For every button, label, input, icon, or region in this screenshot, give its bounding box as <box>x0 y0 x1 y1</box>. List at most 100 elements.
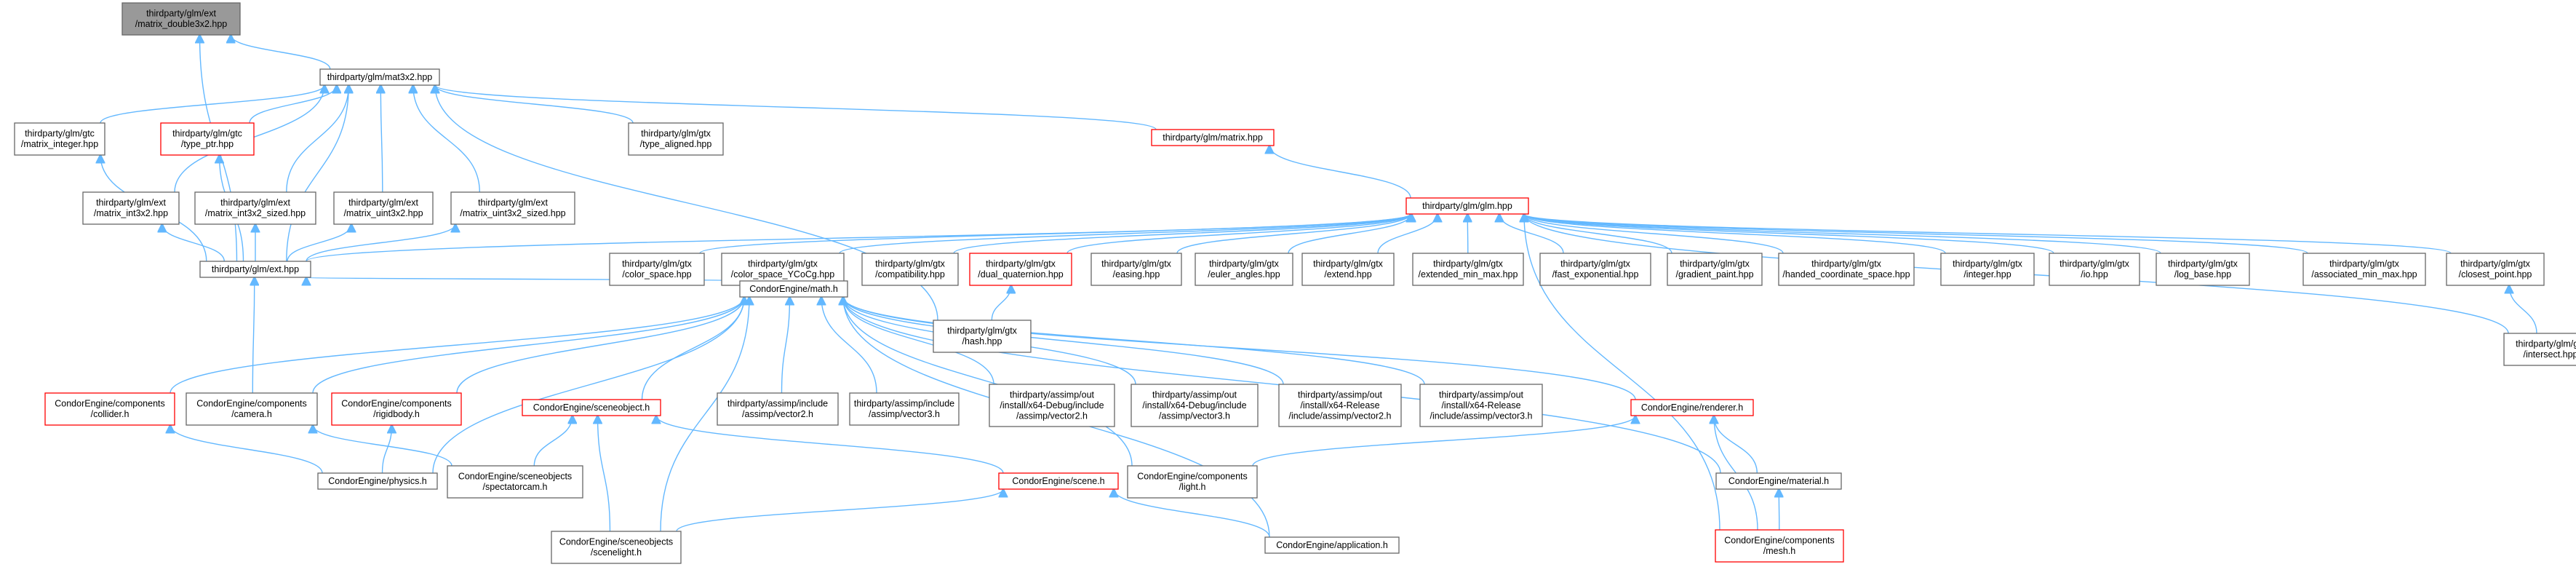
node-thirdparty-glm-matrix-hpp[interactable]: thirdparty/glm/matrix.hpp <box>1151 129 1275 146</box>
node-label: CondorEngine/components <box>1724 536 1835 546</box>
node-condorengine-math-h[interactable]: CondorEngine/math.h <box>739 280 848 298</box>
node-thirdparty-glm-gtc-matrix-integer-hpp[interactable]: thirdparty/glm/gtc/matrix_integer.hpp <box>14 122 105 156</box>
node-label: CondorEngine/renderer.h <box>1641 403 1743 413</box>
node-thirdparty-glm-gtx-closest-point-hpp[interactable]: thirdparty/glm/gtx/closest_point.hpp <box>2446 253 2545 286</box>
node-condorengine-renderer-h[interactable]: CondorEngine/renderer.h <box>1630 399 1754 416</box>
edge-sl-to-m0 <box>660 297 749 532</box>
node-thirdparty-glm-gtx-extend-hpp[interactable]: thirdparty/glm/gtx/extend.hpp <box>1301 253 1395 286</box>
edge-n8-to-n1 <box>380 85 383 193</box>
node-box <box>450 191 575 225</box>
node-condorengine-application-h[interactable]: CondorEngine/application.h <box>1264 536 1400 554</box>
node-label: thirdparty/glm/matrix.hpp <box>1163 132 1263 143</box>
node-thirdparty-glm-ext-matrix-int3x2-sized-hpp[interactable]: thirdparty/glm/ext/matrix_int3x2_sized.h… <box>194 191 316 225</box>
node-thirdparty-assimp-out-install-x64-release-include-assimp-vector3-h[interactable]: thirdparty/assimp/out/install/x64-Releas… <box>1419 384 1543 427</box>
node-label: /color_space_YCoCg.hpp <box>731 269 834 279</box>
edge-n3-to-n1 <box>249 85 337 124</box>
node-thirdparty-assimp-out-install-x64-debug-include-assimp-vector2-h[interactable]: thirdparty/assimp/out/install/x64-Debug/… <box>989 384 1115 427</box>
node-condorengine-components-light-h[interactable]: CondorEngine/components/light.h <box>1127 465 1258 499</box>
node-label: /dual_quaternion.hpp <box>978 269 1064 279</box>
node-thirdparty-glm-gtx-integer-hpp[interactable]: thirdparty/glm/gtx/integer.hpp <box>1940 253 2035 286</box>
node-thirdparty-glm-gtx-hash-hpp[interactable]: thirdparty/glm/gtx/hash.hpp <box>933 320 1032 353</box>
node-condorengine-components-rigidbody-h[interactable]: CondorEngine/components/rigidbody.h <box>331 392 462 426</box>
edge-sl-to-s2 <box>676 489 1003 532</box>
node-box <box>849 392 960 426</box>
node-thirdparty-glm-gtx-handed-coordinate-space-hpp[interactable]: thirdparty/glm/gtx/handed_coordinate_spa… <box>1778 253 1915 286</box>
node-label: thirdparty/glm/gtx <box>622 259 693 269</box>
edge-a3-to-m0 <box>843 297 994 385</box>
node-label: /spectatorcam.h <box>483 482 548 492</box>
node-condorengine-components-mesh-h[interactable]: CondorEngine/components/mesh.h <box>1715 529 1844 563</box>
node-condorengine-physics-h[interactable]: CondorEngine/physics.h <box>317 472 438 490</box>
node-box <box>2446 253 2545 286</box>
node-thirdparty-assimp-include-assimp-vector3-h[interactable]: thirdparty/assimp/include/assimp/vector3… <box>849 392 960 426</box>
node-condorengine-sceneobjects-scenelight-h[interactable]: CondorEngine/sceneobjects/scenelight.h <box>551 531 682 564</box>
edge-n7-to-n1 <box>286 85 349 193</box>
node-condorengine-components-collider-h[interactable]: CondorEngine/components/collider.h <box>44 392 175 426</box>
node-thirdparty-glm-gtx-associated-min-max-hpp[interactable]: thirdparty/glm/gtx/associated_min_max.hp… <box>2302 253 2426 286</box>
node-label: /hash.hpp <box>962 336 1002 346</box>
node-thirdparty-assimp-include-assimp-vector2-h[interactable]: thirdparty/assimp/include/assimp/vector2… <box>717 392 839 426</box>
node-thirdparty-glm-ext-matrix-uint3x2-sized-hpp[interactable]: thirdparty/glm/ext/matrix_uint3x2_sized.… <box>450 191 575 225</box>
edge-g14-to-n10 <box>1524 214 2161 254</box>
node-label: /assimp/vector3.h <box>869 409 940 419</box>
node-label: /gradient_paint.hpp <box>1675 269 1753 279</box>
node-condorengine-sceneobject-h[interactable]: CondorEngine/sceneobject.h <box>522 399 661 416</box>
node-box <box>447 465 583 499</box>
node-label: CondorEngine/sceneobject.h <box>533 403 650 413</box>
node-thirdparty-glm-gtx-dual-quaternion-hpp[interactable]: thirdparty/glm/gtx/dual_quaternion.hpp <box>969 253 1072 286</box>
node-thirdparty-glm-gtx-io-hpp[interactable]: thirdparty/glm/gtx/io.hpp <box>2049 253 2140 286</box>
node-label: /handed_coordinate_space.hpp <box>1782 269 1910 279</box>
node-thirdparty-glm-gtx-intersect-hpp[interactable]: thirdparty/glm/gtx/intersect.hpp <box>2503 333 2576 366</box>
node-thirdparty-glm-gtx-euler-angles-hpp[interactable]: thirdparty/glm/gtx/euler_angles.hpp <box>1195 253 1293 286</box>
node-thirdparty-assimp-out-install-x64-debug-include-assimp-vector3-h[interactable]: thirdparty/assimp/out/install/x64-Debug/… <box>1131 384 1259 427</box>
edge-m0-to-n11 <box>306 277 745 281</box>
node-condorengine-scene-h[interactable]: CondorEngine/scene.h <box>998 472 1119 490</box>
node-thirdparty-glm-gtx-extended-min-max-hpp[interactable]: thirdparty/glm/gtx/extended_min_max.hpp <box>1412 253 1524 286</box>
node-thirdparty-glm-mat3x2-hpp[interactable]: thirdparty/glm/mat3x2.hpp <box>319 68 440 86</box>
node-label: thirdparty/glm/gtx <box>875 259 946 269</box>
node-label: thirdparty/glm/gtx <box>1101 259 1172 269</box>
node-thirdparty-glm-gtx-color-space-ycocg-hpp[interactable]: thirdparty/glm/gtx/color_space_YCoCg.hpp <box>721 253 845 286</box>
node-label: /euler_angles.hpp <box>1208 269 1280 279</box>
node-condorengine-sceneobjects-spectatorcam-h[interactable]: CondorEngine/sceneobjects/spectatorcam.h <box>447 465 583 499</box>
node-box <box>199 261 311 278</box>
node-label: /matrix_int3x2.hpp <box>94 208 168 218</box>
node-thirdparty-glm-gtx-color-space-hpp[interactable]: thirdparty/glm/gtx/color_space.hpp <box>609 253 705 286</box>
node-thirdparty-assimp-out-install-x64-release-include-assimp-vector2-h[interactable]: thirdparty/assimp/out/install/x64-Releas… <box>1278 384 1402 427</box>
node-thirdparty-glm-ext-hpp[interactable]: thirdparty/glm/ext.hpp <box>199 261 311 278</box>
node-thirdparty-glm-gtx-log-base-hpp[interactable]: thirdparty/glm/gtx/log_base.hpp <box>2156 253 2250 286</box>
node-box <box>721 253 845 286</box>
edge-c2-to-n11 <box>252 277 255 394</box>
node-box <box>551 531 682 564</box>
node-box <box>1630 399 1754 416</box>
node-thirdparty-glm-ext-matrix-int3x2-hpp[interactable]: thirdparty/glm/ext/matrix_int3x2.hpp <box>82 191 180 225</box>
node-label: CondorEngine/components <box>341 399 452 409</box>
edge-n10-to-n5 <box>1269 146 1411 199</box>
node-label: /install/x64-Debug/include <box>1142 400 1246 411</box>
node-thirdparty-glm-gtx-gradient-paint-hpp[interactable]: thirdparty/glm/gtx/gradient_paint.hpp <box>1667 253 1763 286</box>
node-label: thirdparty/glm/ext <box>478 198 548 208</box>
edge-a1-to-m0 <box>781 297 790 394</box>
node-condorengine-material-h[interactable]: CondorEngine/material.h <box>1715 472 1842 490</box>
node-label: CondorEngine/material.h <box>1728 476 1829 486</box>
node-label: /rigidbody.h <box>373 409 420 419</box>
node-thirdparty-glm-glm-hpp[interactable]: thirdparty/glm/glm.hpp <box>1405 197 1529 215</box>
node-label: thirdparty/assimp/out <box>1010 389 1095 400</box>
node-label: CondorEngine/sceneobjects <box>559 537 673 547</box>
node-thirdparty-glm-ext-matrix-double3x2-hpp[interactable]: thirdparty/glm/ext/matrix_double3x2.hpp <box>121 2 241 36</box>
node-thirdparty-glm-gtx-easing-hpp[interactable]: thirdparty/glm/gtx/easing.hpp <box>1090 253 1182 286</box>
node-box <box>1090 253 1182 286</box>
node-thirdparty-glm-gtx-fast-exponential-hpp[interactable]: thirdparty/glm/gtx/fast_exponential.hpp <box>1539 253 1651 286</box>
node-thirdparty-glm-gtx-compatibility-hpp[interactable]: thirdparty/glm/gtx/compatibility.hpp <box>861 253 959 286</box>
node-label: /scenelight.h <box>591 547 642 558</box>
node-label: /matrix_uint3x2_sized.hpp <box>460 208 565 218</box>
edge-n5-to-n1 <box>435 85 1157 130</box>
node-thirdparty-glm-gtx-type-aligned-hpp[interactable]: thirdparty/glm/gtx/type_aligned.hpp <box>628 122 724 156</box>
edge-g5-to-n10 <box>1176 214 1411 254</box>
node-label: thirdparty/glm/gtx <box>748 259 818 269</box>
node-thirdparty-glm-ext-matrix-uint3x2-hpp[interactable]: thirdparty/glm/ext/matrix_uint3x2.hpp <box>333 191 434 225</box>
node-condorengine-components-camera-h[interactable]: CondorEngine/components/camera.h <box>186 392 318 426</box>
node-label: CondorEngine/math.h <box>749 284 838 294</box>
node-thirdparty-glm-gtc-type-ptr-hpp[interactable]: thirdparty/glm/gtc/type_ptr.hpp <box>160 122 255 156</box>
node-label: /extended_min_max.hpp <box>1419 269 1518 279</box>
